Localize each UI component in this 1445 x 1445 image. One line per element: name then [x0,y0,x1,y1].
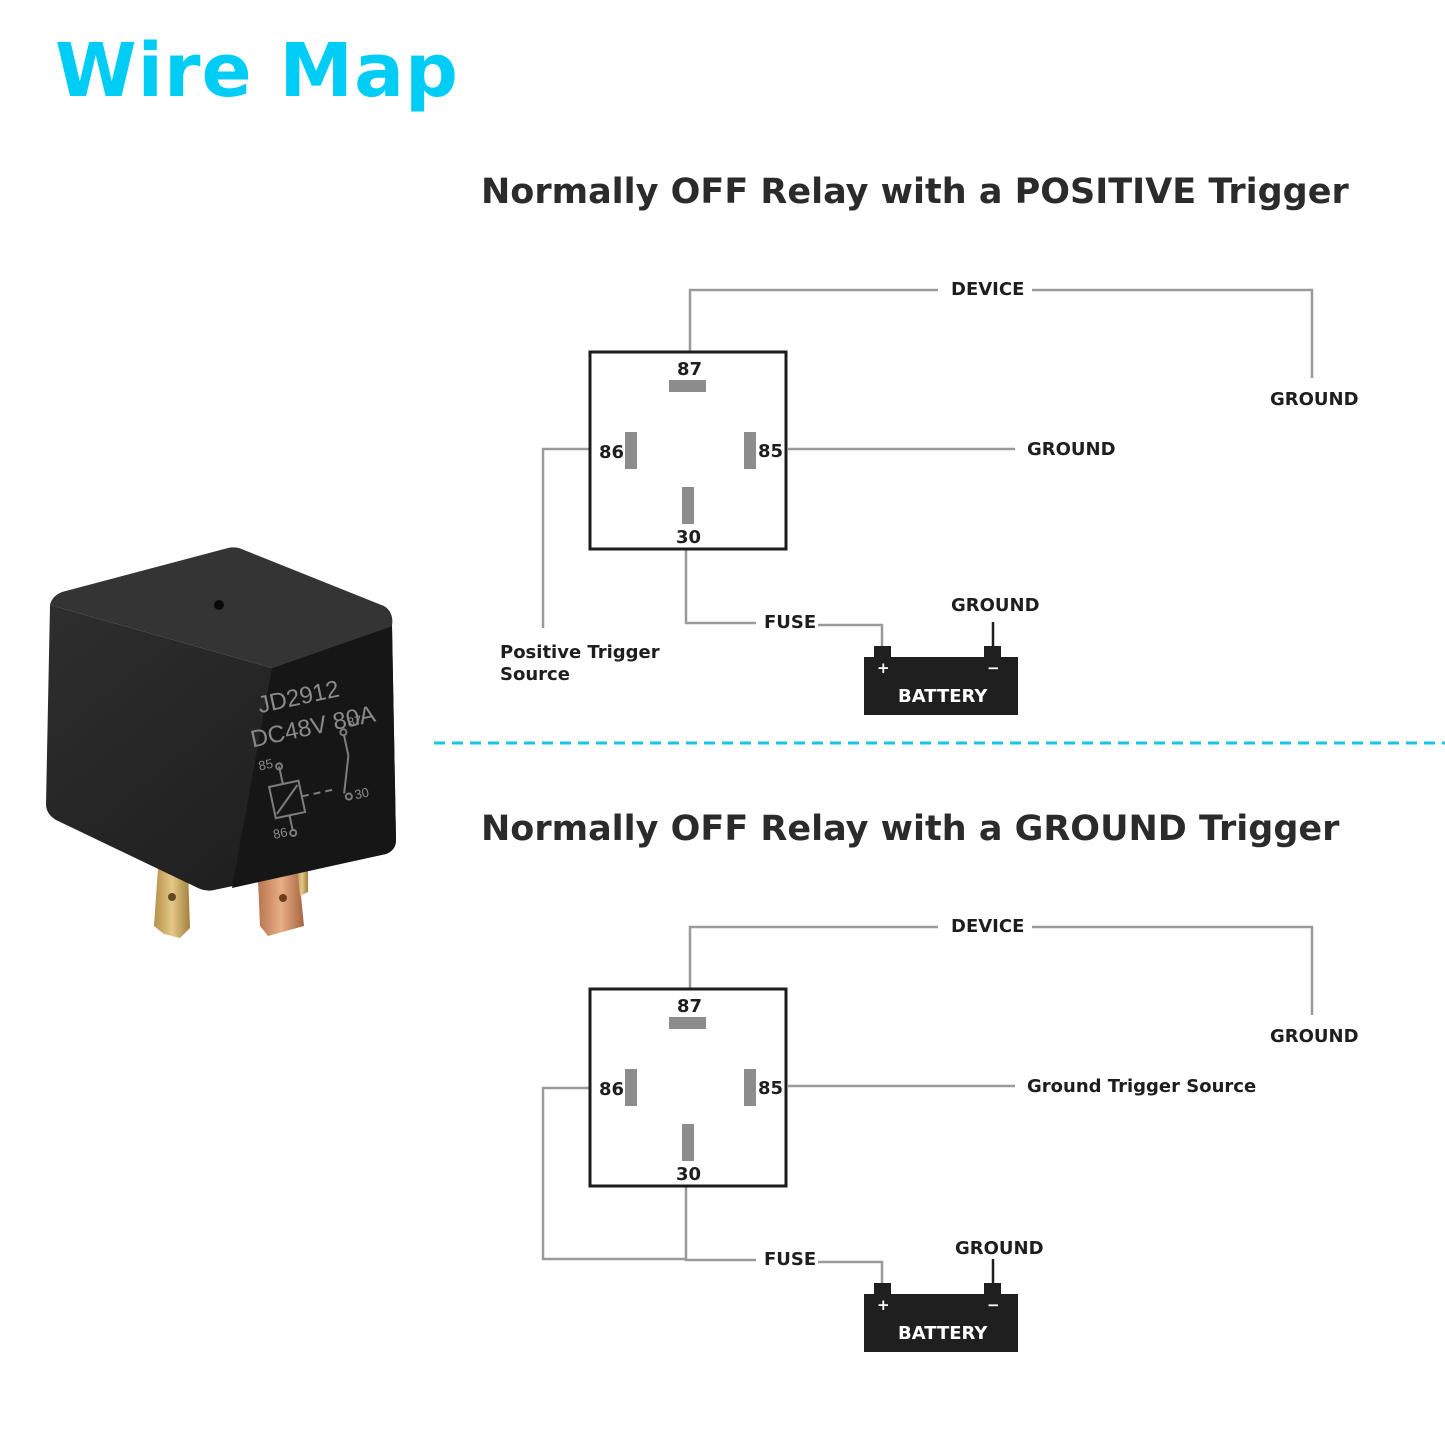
relay-pin-label-30: 30 [353,784,370,802]
positive-trigger-label-line1: Positive Trigger [500,642,660,663]
battery: + − BATTERY [864,646,1018,715]
relay-pin-label-86: 86 [272,824,289,842]
diagram-heading-ground: Normally OFF Relay with a GROUND Trigger [481,809,1340,849]
battery-label: BATTERY [898,1323,988,1344]
fuse-label: FUSE [764,1249,816,1270]
terminal-87 [669,380,706,392]
terminal-30 [682,487,694,524]
positive-trigger-label-line2: Source [500,664,570,685]
diagram-heading-positive: Normally OFF Relay with a POSITIVE Trigg… [481,172,1349,212]
terminal-label-87: 87 [677,359,702,380]
terminal-85-ground-label: GROUND [1027,439,1116,460]
terminal-label-86: 86 [599,442,624,463]
fuse-label: FUSE [764,612,816,633]
battery-minus-sign: − [987,659,1000,677]
terminal-86 [625,432,637,469]
terminal-87 [669,1017,706,1029]
battery-ground-label: GROUND [955,1238,1044,1259]
device-ground-label: GROUND [1270,1026,1359,1047]
relay-pin-copper [258,866,304,936]
relay-vent-hole [214,600,224,610]
relay-pin-label-85: 85 [257,756,274,774]
terminal-85 [744,432,756,469]
ground-trigger-source-label: Ground Trigger Source [1027,1076,1256,1097]
page-title: Wire Map [55,28,459,114]
terminal-85 [744,1069,756,1106]
battery-plus-sign: + [877,659,890,677]
battery-label: BATTERY [898,686,988,707]
device-label: DEVICE [951,279,1024,300]
battery-plus-sign: + [877,1296,890,1314]
wires [541,288,1314,648]
terminal-label-87: 87 [677,996,702,1017]
terminal-label-30: 30 [676,1164,701,1185]
diagram-ground-trigger: 87 86 85 30 DEVICE GROUND Ground Trigger… [541,916,1359,1352]
battery: + − BATTERY [864,1283,1018,1352]
device-ground-label: GROUND [1270,389,1359,410]
terminal-label-85: 85 [758,1078,783,1099]
relay-pin-label-87: 87 [346,712,363,730]
battery-ground-label: GROUND [951,595,1040,616]
device-label: DEVICE [951,916,1024,937]
terminal-30 [682,1124,694,1161]
relay-schematic-print [267,728,353,837]
battery-minus-sign: − [987,1296,1000,1314]
terminal-label-30: 30 [676,527,701,548]
terminal-label-86: 86 [599,1079,624,1100]
terminal-label-85: 85 [758,441,783,462]
diagram-positive-trigger: 87 86 85 30 DEVICE GROUND GROUND Positiv… [500,279,1359,715]
terminal-86 [625,1069,637,1106]
wires [541,925,1314,1285]
relay-pin-brass [154,868,190,938]
